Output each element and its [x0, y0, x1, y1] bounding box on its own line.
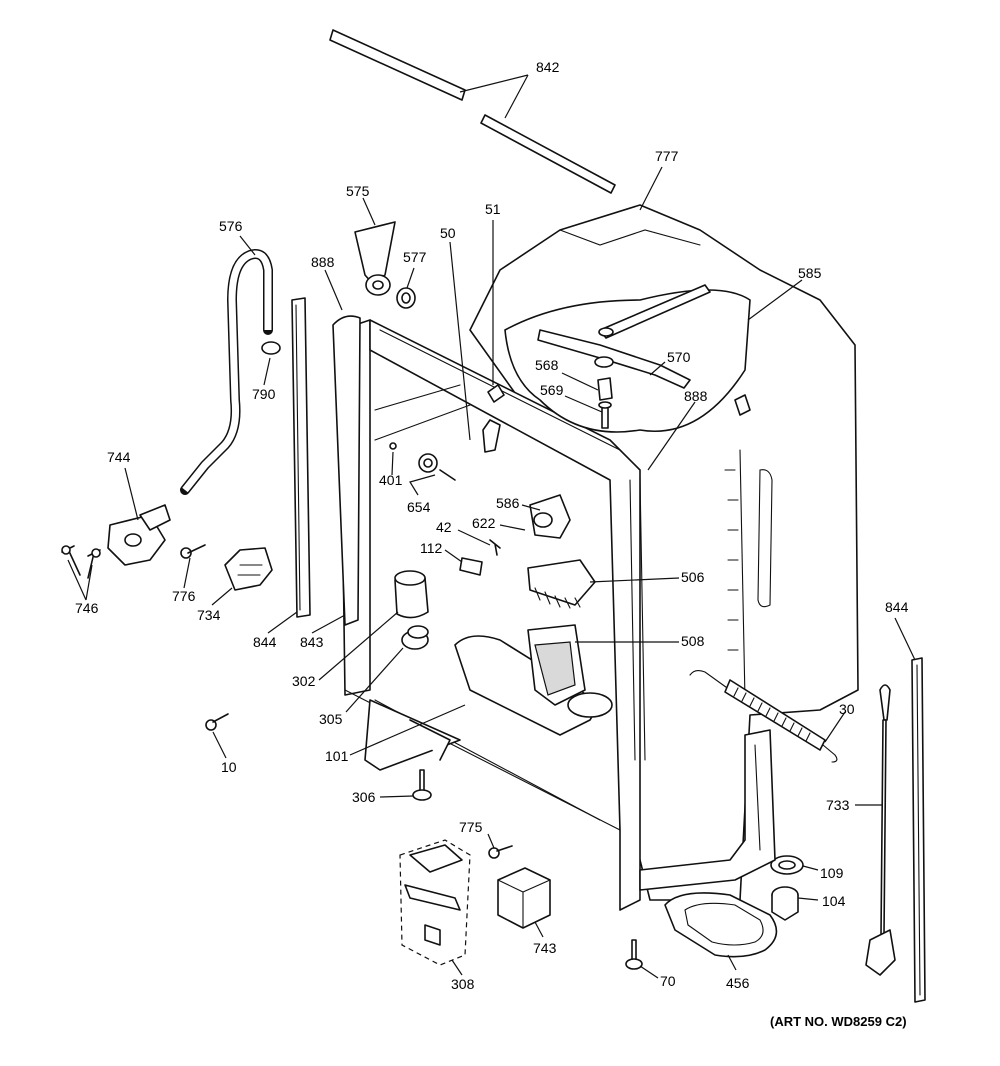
door-latch-assembly [399, 839, 471, 966]
callout-576: 576 [219, 218, 243, 234]
callout-104: 104 [822, 893, 846, 909]
front-frame-base [639, 729, 776, 891]
callout-30: 30 [839, 701, 855, 717]
callout-456: 456 [726, 975, 750, 991]
callout-70: 70 [660, 973, 676, 989]
callout-586: 586 [496, 495, 520, 511]
door-spring [689, 669, 838, 763]
callout-776: 776 [172, 588, 196, 604]
callout-109: 109 [820, 865, 844, 881]
top-strips [329, 29, 616, 194]
callout-842: 842 [536, 59, 560, 75]
sump-area [454, 559, 613, 736]
callout-585: 585 [798, 265, 822, 281]
callout-654: 654 [407, 499, 431, 515]
leveling-feet [412, 769, 643, 970]
leveling-parts [770, 855, 804, 921]
callout-506: 506 [681, 569, 705, 585]
leader-lines [67, 74, 916, 979]
relay-assembly [488, 845, 551, 929]
nozzle-and-ring [354, 221, 416, 309]
callout-401: 401 [379, 472, 403, 488]
callout-743: 743 [533, 940, 557, 956]
callout-790: 790 [252, 386, 276, 402]
callout-622: 622 [472, 515, 496, 531]
callout-305: 305 [319, 711, 343, 727]
callout-888-right: 888 [684, 388, 708, 404]
callout-733: 733 [826, 797, 850, 813]
callout-112: 112 [420, 540, 443, 556]
callout-568: 568 [535, 357, 559, 373]
callout-777: 777 [655, 148, 679, 164]
callout-51: 51 [485, 201, 501, 217]
callout-844-right: 844 [885, 599, 909, 615]
callout-508: 508 [681, 633, 705, 649]
float-switch [224, 547, 273, 591]
vent-and-cap [394, 570, 429, 650]
callout-10: 10 [221, 759, 237, 775]
base-tray [664, 892, 778, 958]
art-number: (ART NO. WD8259 C2) [770, 1014, 907, 1029]
fill-hose [180, 249, 281, 495]
callout-844-left: 844 [253, 634, 277, 650]
callout-744: 744 [107, 449, 131, 465]
callout-888-left: 888 [311, 254, 335, 270]
callout-746: 746 [75, 600, 99, 616]
callout-labels: 842 777 575 51 50 576 888 577 585 570 56… [75, 59, 909, 992]
callout-577: 577 [403, 249, 427, 265]
door-arm-right [865, 657, 926, 1003]
callout-50: 50 [440, 225, 456, 241]
spray-arm-hardware [597, 377, 613, 429]
screws [61, 544, 229, 731]
inlet-valve [107, 504, 171, 566]
callout-308: 308 [451, 976, 475, 992]
callout-101: 101 [325, 748, 349, 764]
small-parts-center [389, 384, 571, 576]
callout-570: 570 [667, 349, 691, 365]
callout-302: 302 [292, 673, 316, 689]
door-gaskets [291, 297, 361, 626]
callout-843: 843 [300, 634, 324, 650]
callout-575: 575 [346, 183, 370, 199]
callout-42: 42 [436, 519, 452, 535]
callout-306: 306 [352, 789, 376, 805]
callout-569: 569 [540, 382, 564, 398]
callout-775: 775 [459, 819, 483, 835]
callout-734: 734 [197, 607, 221, 623]
